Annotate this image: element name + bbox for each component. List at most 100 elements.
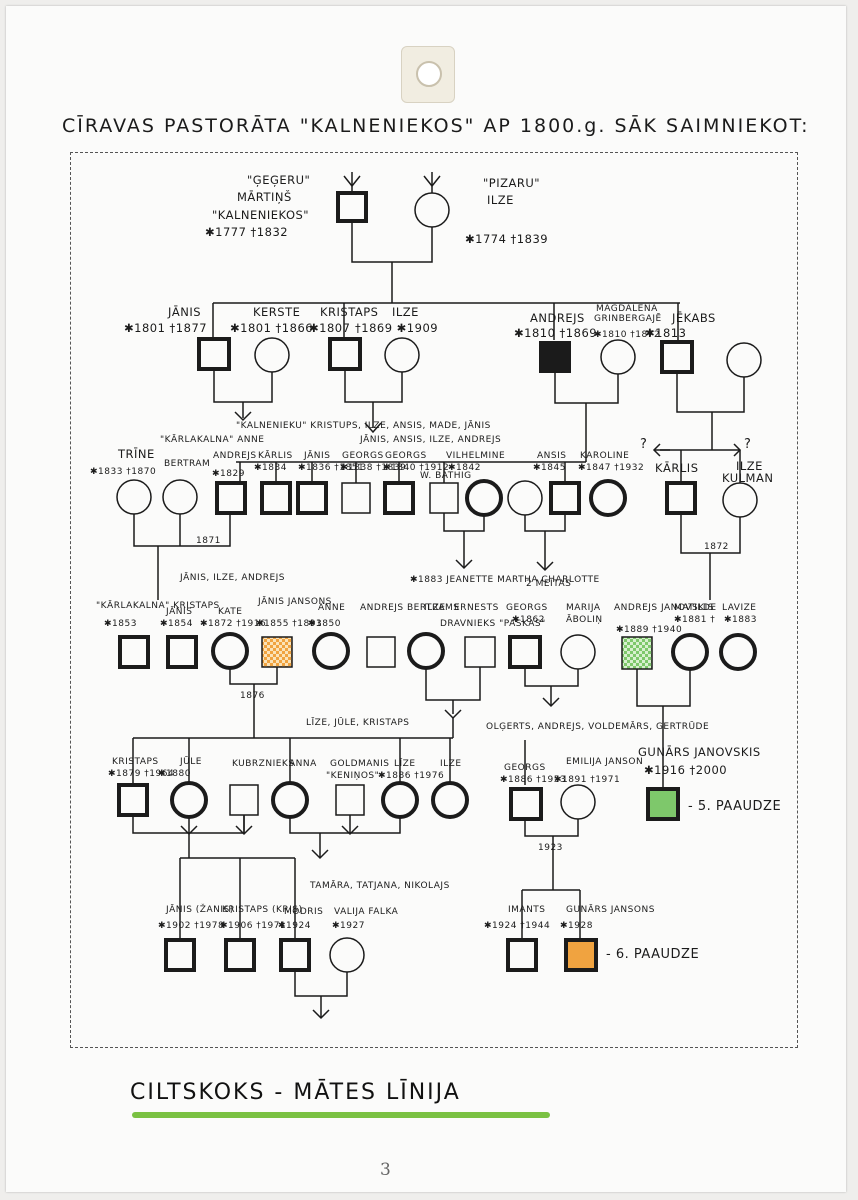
g2-note-children-kristaps: JĀNIS, ANSIS, ILZE, ANDREJS xyxy=(359,434,501,445)
g3-karlis-dates: ✱1834 xyxy=(254,463,287,473)
g4-ernests-surname: DRAVNIEKS "PASKAS" xyxy=(440,619,546,629)
g4-ilze-name: ILZE xyxy=(424,603,446,613)
generation-3-labels: TRĪNE ✱1833 †1870 "KĀRLAKALNA" ANNE BERT… xyxy=(90,434,773,589)
g5-jule-name: JŪLE xyxy=(179,756,202,767)
generation-1-labels: "ĢEĢERU" MĀRTIŅŠ "KALNENIEKOS" ✱1777 †18… xyxy=(205,173,548,246)
generation-2-labels: JĀNIS ✱1801 †1877 KERSTE ✱1801 †1866 KRI… xyxy=(124,304,715,445)
g6-gunars-name: GUNĀRS JANSONS xyxy=(566,904,655,915)
g5-kristaps-dates: ✱1879 †1964 xyxy=(108,769,174,779)
g4-andrejs-janovskis-name: ANDREJS JANOVSKIS xyxy=(614,603,714,613)
g4-janis-jansons-dates: ✱1855 †1893 xyxy=(256,619,322,629)
g5-lize-name: LĪZE xyxy=(394,758,416,769)
g3-karoline-dates: ✱1847 †1932 xyxy=(578,463,644,473)
g2-magdalena-name: MAGDALENA xyxy=(596,304,658,314)
female-symbol xyxy=(414,192,450,228)
header-title: CĪRAVAS PASTORĀTA "KALNENIEKOS" AP 1800.… xyxy=(62,113,810,137)
g4-marija-name: MARIJA xyxy=(566,603,601,613)
g5-goldmanis-nick: "KENIŅOS" xyxy=(326,771,379,781)
g2-magdalena-dates: ✱1810 †1872 xyxy=(594,330,660,340)
dashed-frame xyxy=(70,152,798,1048)
g4-marriage-year: 1876 xyxy=(240,691,265,701)
g3-note-jeanette: ✱1883 JEANETTE MARTHA CHARLOTTE xyxy=(410,575,600,585)
g4-kate-dates: ✱1872 †1916 xyxy=(200,619,266,629)
generation-5 xyxy=(117,718,680,940)
g6-valija-dates: ✱1927 xyxy=(332,921,365,931)
g4-georgs-dates: ✱1862 xyxy=(512,615,545,625)
g2-andrejs-name: ANDREJS xyxy=(530,311,585,325)
g1-husband-name: MĀRTIŅŠ xyxy=(237,189,292,204)
g3-vilhelmine-name: VILHELMINE xyxy=(446,451,505,461)
g2-kristaps-dates: ✱1807 xyxy=(309,321,350,335)
g2-kerste-name: KERSTE xyxy=(253,305,300,319)
g3-vilhelmine-dates: ✱1842 xyxy=(448,463,481,473)
footer-title: CILTSKOKS - MĀTES LĪNIJA xyxy=(130,1080,461,1105)
g4-kate-name: KATE xyxy=(218,607,242,617)
g3-ilze-surname: KULMAN xyxy=(722,471,773,485)
g4-kristaps-name: "KĀRLAKALNA" KRISTAPS xyxy=(96,600,220,611)
g6-generation-label: - 6. PAAUDZE xyxy=(606,947,699,962)
g3-ansis-name: ANSIS xyxy=(537,451,566,461)
g4-matilde-name: MATILDE xyxy=(674,603,717,613)
g3-karlis-name: KĀRLIS xyxy=(258,450,293,461)
g6-modris-name: MODRIS xyxy=(284,907,323,917)
g4-note-children: LĪZE, JŪLE, KRISTAPS xyxy=(306,717,410,728)
g2-ilze-name: ILZE xyxy=(392,305,419,319)
paper-sheet xyxy=(6,6,846,1192)
generation-2 xyxy=(197,337,762,463)
g3-georgs2-name: GEORGS xyxy=(385,451,427,461)
g5-georgs-name: GEORGS xyxy=(504,763,546,773)
g3-note-daughters: 2 MEITAS xyxy=(526,579,571,589)
g2-jekabs-dates: ✱1813 xyxy=(645,326,686,340)
g3-andrejs-name: ANDREJS xyxy=(213,451,257,461)
g2-magdalena-surname: GRINBERGAJĒ xyxy=(594,313,662,324)
g1-husband-farm: "KALNENIEKOS" xyxy=(212,208,309,222)
g5-note-children: TAMĀRA, TATJANA, NIKOLAJS xyxy=(309,880,450,891)
g5-gunars-dates: ✱1916 †2000 xyxy=(644,763,727,777)
generation-4-labels: "KĀRLAKALNA" KRISTAPS ✱1853 JĀNIS ✱1854 … xyxy=(96,596,757,732)
g3-note-children: JĀNIS, ILZE, ANDREJS xyxy=(179,572,285,583)
g3-trine-name: TRĪNE xyxy=(117,447,155,461)
male-symbol xyxy=(336,191,368,223)
g3-ansis-dates: ✱1845 xyxy=(533,463,566,473)
g3-georgs-name: GEORGS xyxy=(342,451,384,461)
g4-janis-name: JĀNIS xyxy=(165,606,192,617)
g4-andrejs-janovskis-dates: ✱1889 †1940 xyxy=(616,625,682,635)
g5-jule-dates: ✱1880 xyxy=(158,769,191,779)
generation-1 xyxy=(212,172,680,343)
g4-anne-name: ANNE xyxy=(318,603,345,613)
g5-goldmanis-name: GOLDMANIS xyxy=(330,759,390,769)
generation-5-labels: KRISTAPS ✱1879 †1964 JŪLE ✱1880 KUBRZNIE… xyxy=(108,745,781,891)
g4-lavize-dates: ✱1883 xyxy=(724,615,757,625)
g5-anna-name: ANNA xyxy=(289,759,317,769)
g3-marriage-year-2: 1872 xyxy=(704,542,729,552)
g2-kristaps-name: KRISTAPS xyxy=(320,305,378,319)
g3-janis-dates: ✱1836 †1851 xyxy=(298,463,364,473)
g2-janis-name: JĀNIS xyxy=(167,305,201,319)
g3-unknown-left: ? xyxy=(640,437,647,452)
g4-janis-jansons-name: JĀNIS JANSONS xyxy=(257,596,332,607)
generation-6 xyxy=(164,937,598,1020)
g4-lavize-name: LAVIZE xyxy=(722,603,756,613)
g4-ernests-name: ERNESTS xyxy=(454,603,499,613)
g3-anne-name: "KĀRLAKALNA" ANNE xyxy=(160,434,264,445)
punch-hole xyxy=(416,61,442,87)
g6-imants-dates: ✱1924 †1944 xyxy=(484,921,550,931)
g3-anne-dates: ✱1829 xyxy=(212,469,245,479)
g4-anne-dates: ✱1850 xyxy=(308,619,341,629)
g3-vilhelmine-surname: W. BATHIG xyxy=(420,471,472,481)
g4-janis-dates: ✱1854 xyxy=(160,619,193,629)
g6-imants-name: IMANTS xyxy=(508,905,546,915)
g1-wife-name: ILZE xyxy=(487,193,514,207)
g3-georgs2-dates: ✱1840 †1912 xyxy=(383,463,449,473)
g1-wife-dates: ✱1774 †1839 xyxy=(465,232,548,246)
g3-karoline-name: KAROLINE xyxy=(580,451,629,461)
g5-kubrznieks-name: KUBRZNIEKS xyxy=(232,759,295,769)
g4-note-children2: OLĢERTS, ANDREJS, VOLDEMĀRS, GERTRŪDE xyxy=(486,721,709,732)
generation-6-labels: JĀNIS (ŽANIS) ✱1902 †1978 KRISTAPS (KRIS… xyxy=(158,903,699,962)
g3-janis-name: JĀNIS xyxy=(303,450,330,461)
g3-unknown-right: ? xyxy=(744,437,751,452)
g4-georgs-name: GEORGS xyxy=(506,603,548,613)
g2-andrejs-dates: ✱1810 †1869 xyxy=(514,326,597,340)
g5-marriage-year: 1923 xyxy=(538,843,563,853)
